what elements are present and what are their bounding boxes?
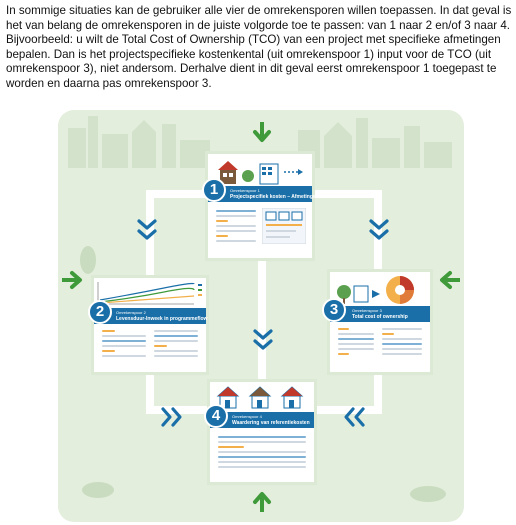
form-illustration	[262, 208, 306, 244]
intro-paragraph: In sommige situaties kan de gebruiker al…	[6, 4, 512, 90]
card-number-badge: 3	[322, 298, 346, 322]
card-subtitle: Omrekenspoor 2	[116, 310, 146, 315]
card-omrekenspoor-3: Omrekenspoor 3 Total cost of ownership 3	[322, 272, 430, 372]
pie-illustration	[337, 276, 414, 304]
green-arrow-icon	[62, 271, 82, 289]
card-title: Projectspecifiek kosten – Afmetingen	[230, 194, 319, 200]
card-title: Levensduur-Inweek in programmeflow	[116, 316, 208, 322]
card-omrekenspoor-4: Omrekenspoor 4 Waardering van referentie…	[204, 382, 314, 482]
card-number-badge: 2	[88, 300, 112, 324]
card-omrekenspoor-2: Omrekenspoor 2 Levensduur-Inweek in prog…	[88, 278, 208, 372]
green-arrow-icon	[253, 492, 271, 512]
chevron-down-icon	[369, 219, 389, 240]
skyline-silhouette	[68, 116, 452, 168]
omrekensporen-diagram: Omrekenspoor 1 Projectspecifiek kosten –…	[58, 110, 464, 522]
card-title: Waardering van referentiekosten	[232, 420, 310, 426]
graph-illustration	[97, 282, 202, 305]
chevron-right-icon	[161, 407, 182, 427]
green-arrow-icon	[440, 271, 460, 289]
diagram-background	[58, 110, 464, 522]
chevron-down-icon	[253, 329, 273, 350]
card-number-badge: 1	[202, 178, 226, 202]
chevron-left-icon	[344, 407, 365, 427]
card-subtitle: Omrekenspoor 1	[230, 188, 260, 193]
card-subtitle: Omrekenspoor 4	[232, 414, 262, 419]
card-number-badge: 4	[204, 404, 228, 428]
card-subtitle: Omrekenspoor 3	[352, 308, 382, 313]
chevron-down-icon	[137, 219, 157, 240]
green-arrow-icon	[253, 122, 271, 142]
houses-illustration	[216, 386, 304, 409]
card-omrekenspoor-1: Omrekenspoor 1 Projectspecifiek kosten –…	[202, 154, 319, 258]
card-title: Total cost of ownership	[352, 314, 408, 320]
house-illustration	[218, 161, 303, 185]
